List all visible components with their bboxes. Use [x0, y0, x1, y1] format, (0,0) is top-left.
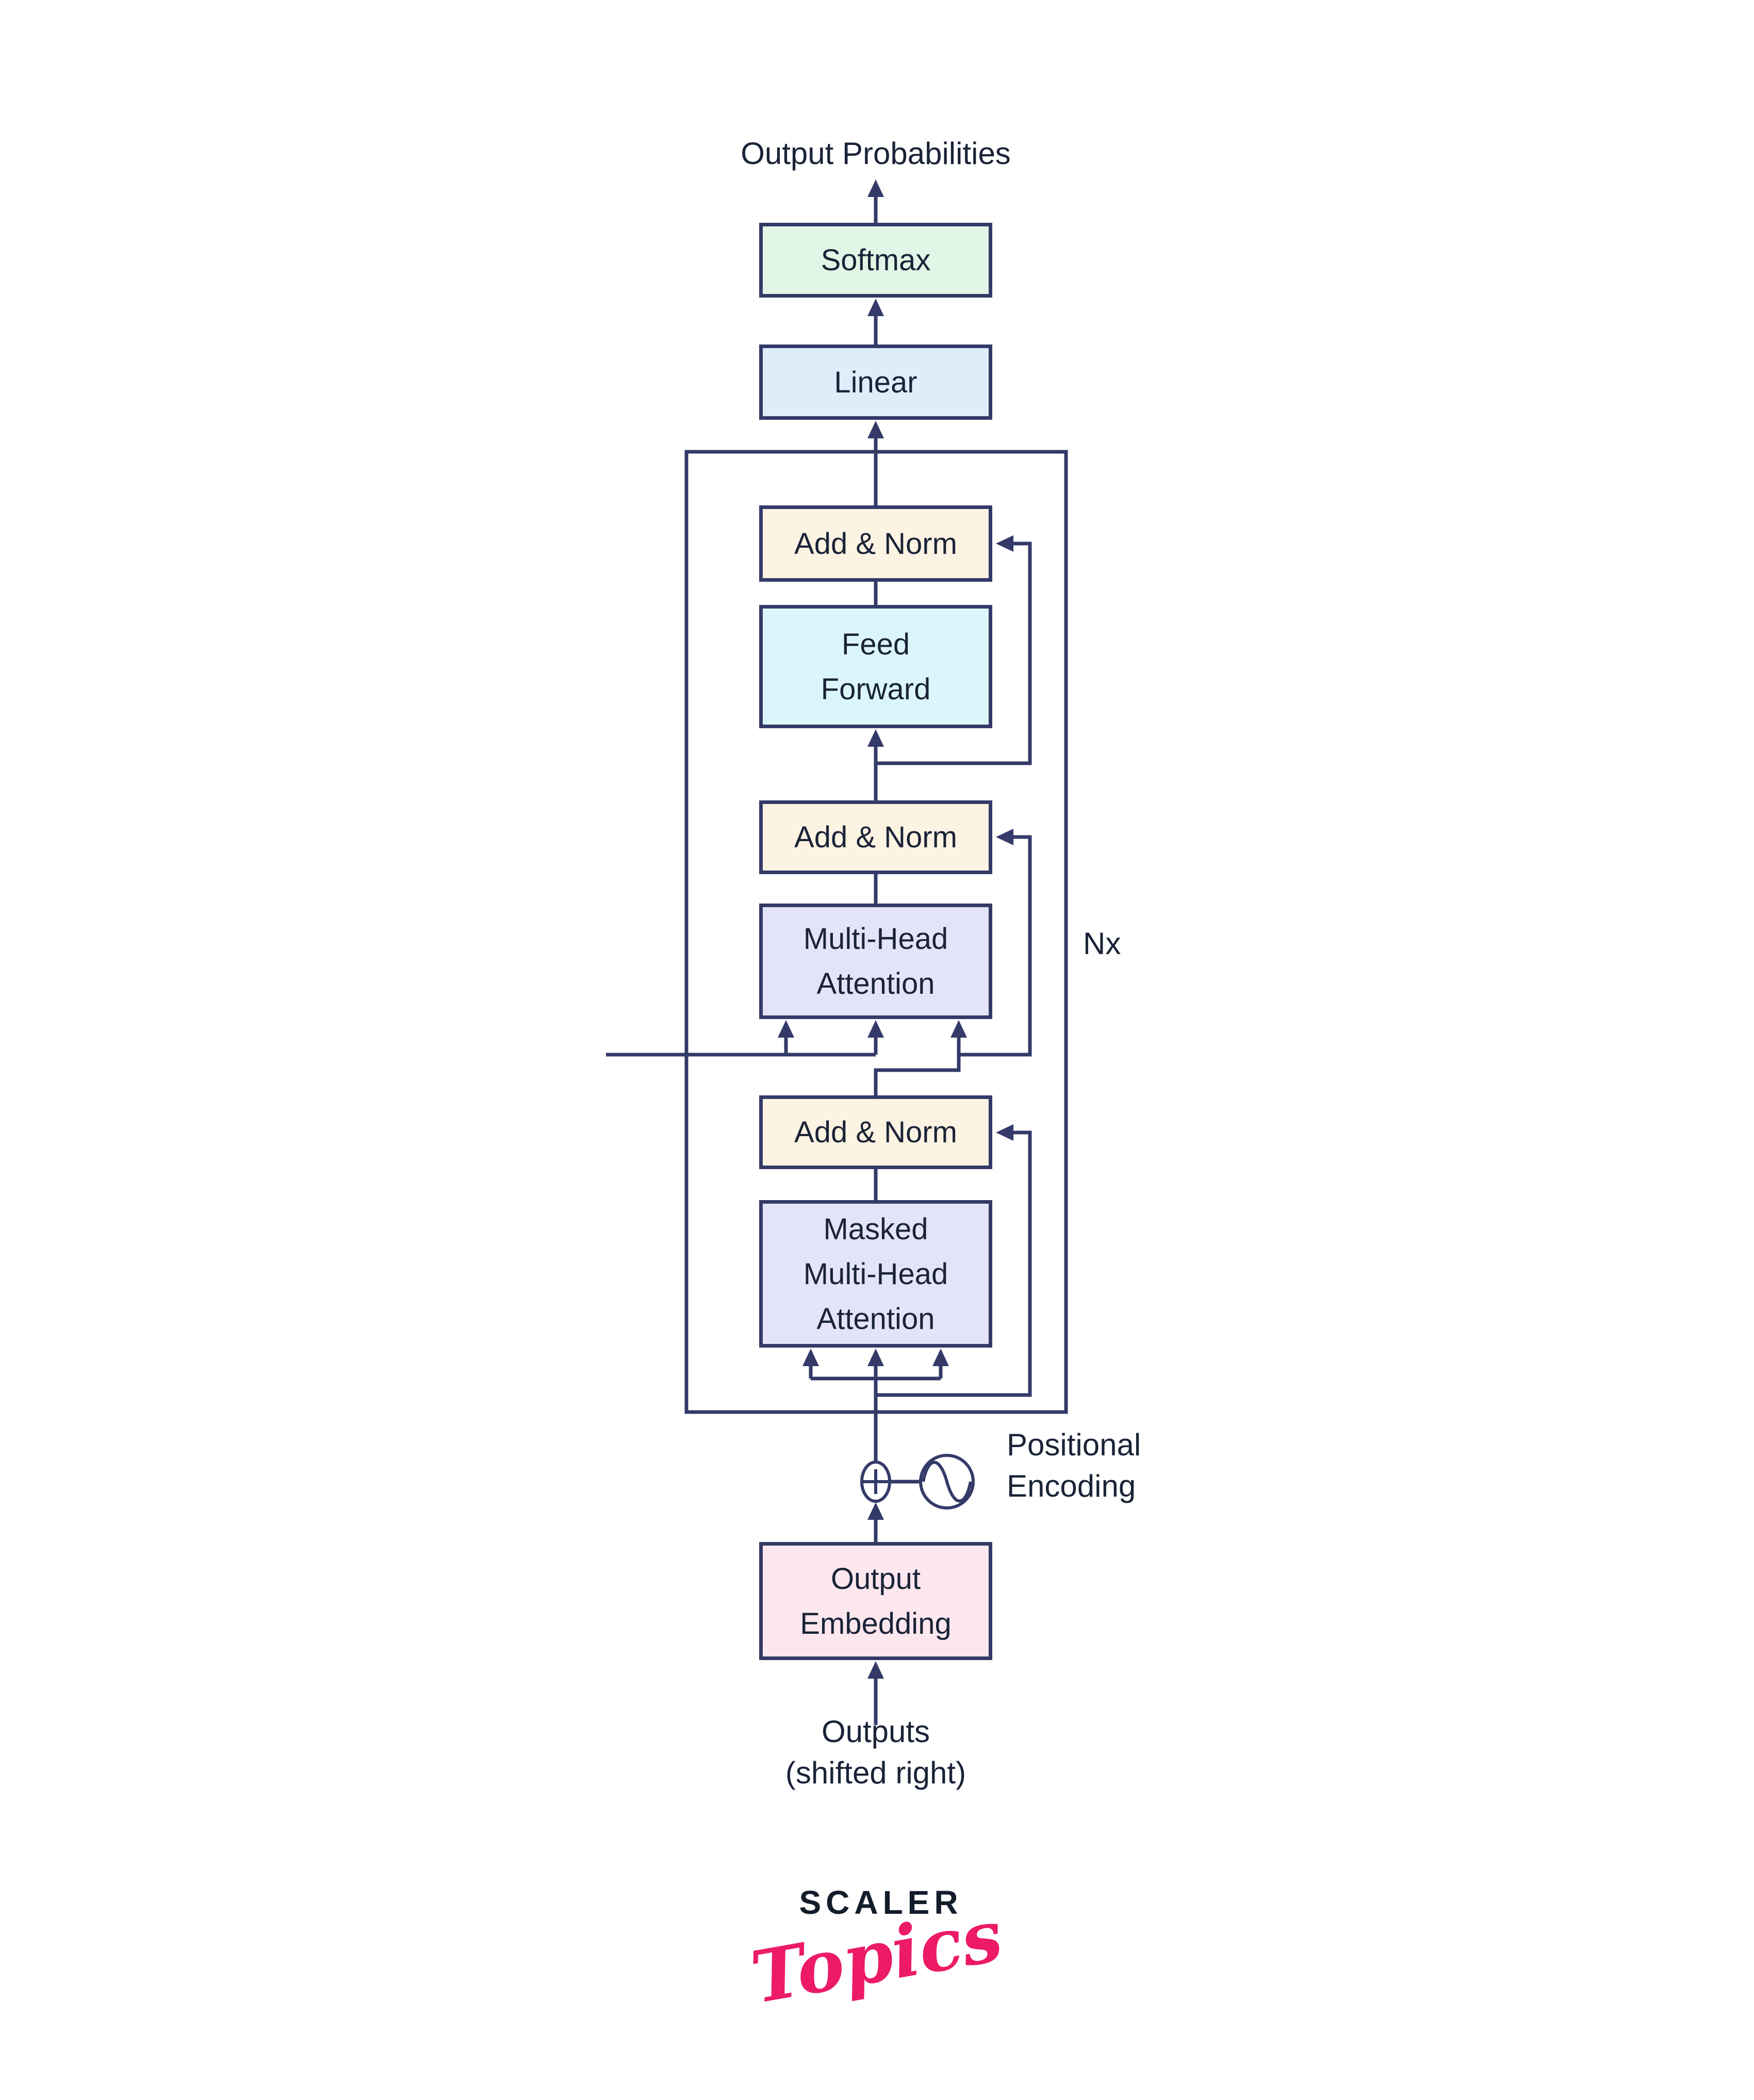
output-embedding-block: Output Embedding	[759, 1542, 992, 1660]
softmax-block: Softmax	[759, 223, 992, 298]
positional-encoding-label: Positional Encoding	[1007, 1428, 1141, 1503]
arrowheads	[778, 179, 1013, 1679]
masked-multi-head-attention-block: Masked Multi-Head Attention	[759, 1200, 992, 1348]
connector-lines	[606, 195, 1032, 1725]
scaler-logo-wordmark: SCALER	[799, 1884, 963, 1921]
multi-head-attention-block: Multi-Head Attention	[759, 904, 992, 1019]
outputs-caption: Outputs (shifted right)	[785, 1714, 966, 1790]
nx-label: Nx	[1083, 926, 1121, 961]
add-norm-block-middle: Add & Norm	[759, 800, 992, 874]
add-norm-block-bottom: Add & Norm	[759, 1095, 992, 1169]
linear-block: Linear	[759, 344, 992, 420]
feed-forward-block: Feed Forward	[759, 605, 992, 728]
decoder-container-outline	[684, 450, 1068, 1414]
sine-wave-icon	[919, 1454, 975, 1510]
output-probabilities-label: Output Probabilities	[741, 136, 1011, 171]
plus-circle-icon	[860, 1461, 891, 1503]
add-norm-block-top: Add & Norm	[759, 505, 992, 582]
